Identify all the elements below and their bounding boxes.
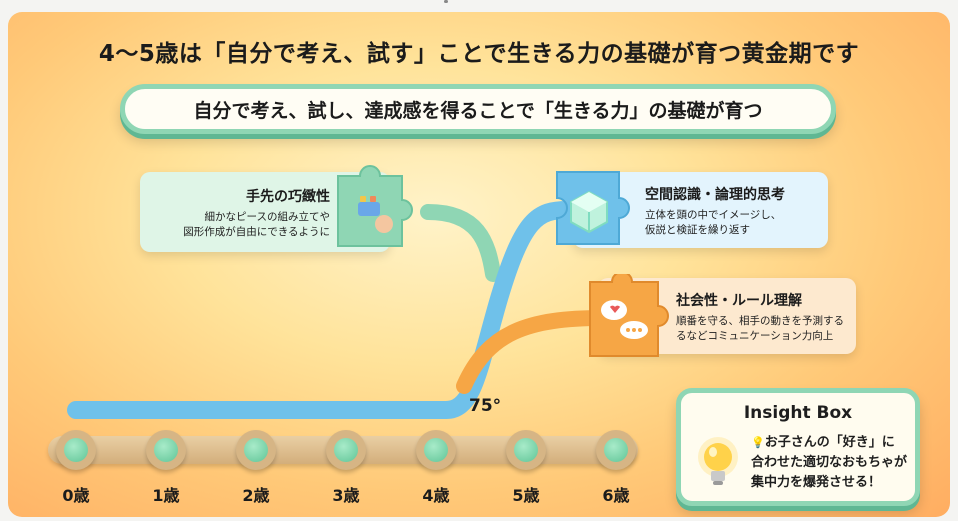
subtitle-text: 自分で考え、試し、達成感を得ることで「生きる力」の基礎が育つ: [193, 99, 763, 122]
fine-motor-line: [420, 204, 501, 282]
age-label: 4歳: [422, 486, 450, 505]
growth-lines: [67, 201, 611, 419]
puzzle-piece-icon: [337, 165, 413, 247]
skill-title: 社会性・ルール理解: [676, 293, 802, 309]
age-marker: [326, 430, 366, 470]
age-marker: [56, 430, 96, 470]
skill-title: 空間認識・論理的思考: [645, 187, 785, 203]
skill-title: 手先の巧緻性: [246, 189, 330, 205]
insight-text: お子さんの「好き」に 合わせた適切なおもちゃが 集中力を爆発させる！: [751, 435, 908, 490]
angle-label: 75°: [469, 396, 502, 416]
age-label: 5歳: [512, 486, 540, 505]
insight-body: 💡お子さんの「好き」に 合わせた適切なおもちゃが 集中力を爆発させる！: [751, 433, 913, 493]
age-marker: [596, 430, 636, 470]
subtitle-banner: 自分で考え、試し、達成感を得ることで「生きる力」の基礎が育つ: [120, 84, 836, 134]
skill-desc: 立体を頭の中でイメージし、 仮説と検証を繰り返す: [645, 209, 782, 236]
age-marker: [146, 430, 186, 470]
lightbulb-icon: [698, 437, 738, 485]
top-marker: [444, 0, 448, 3]
insight-box: Insight Box 💡お子さんの「好き」に 合わせた適切なおもちゃが 集中力…: [676, 388, 920, 506]
age-label: 1歳: [152, 486, 180, 505]
chat-bubble-icon: [589, 274, 669, 357]
page-title: 4〜5歳は「自分で考え、試す」ことで生きる力の基礎が育つ黄金期です: [98, 41, 860, 67]
age-marker: [506, 430, 546, 470]
age-label: 6歳: [602, 486, 630, 505]
infographic-panel: 4〜5歳は「自分で考え、試す」ことで生きる力の基礎が育つ黄金期です 自分で考え、…: [8, 12, 950, 517]
age-label: 3歳: [332, 486, 360, 505]
insight-title: Insight Box: [743, 403, 853, 423]
lightbulb-icon: 💡: [751, 436, 765, 449]
social-line: [456, 310, 611, 394]
age-label: 0歳: [62, 486, 90, 505]
cube-icon: [556, 171, 630, 245]
skill-desc: 順番を守る、相手の動きを予測する るなどコミュニケーション力向上: [676, 315, 844, 342]
age-marker: [236, 430, 276, 470]
age-marker: [416, 430, 456, 470]
spatial-line: [67, 201, 577, 419]
skill-desc: 細かなピースの組み立てや 図形作成が自由にできるように: [183, 211, 330, 238]
age-label: 2歳: [242, 486, 270, 505]
